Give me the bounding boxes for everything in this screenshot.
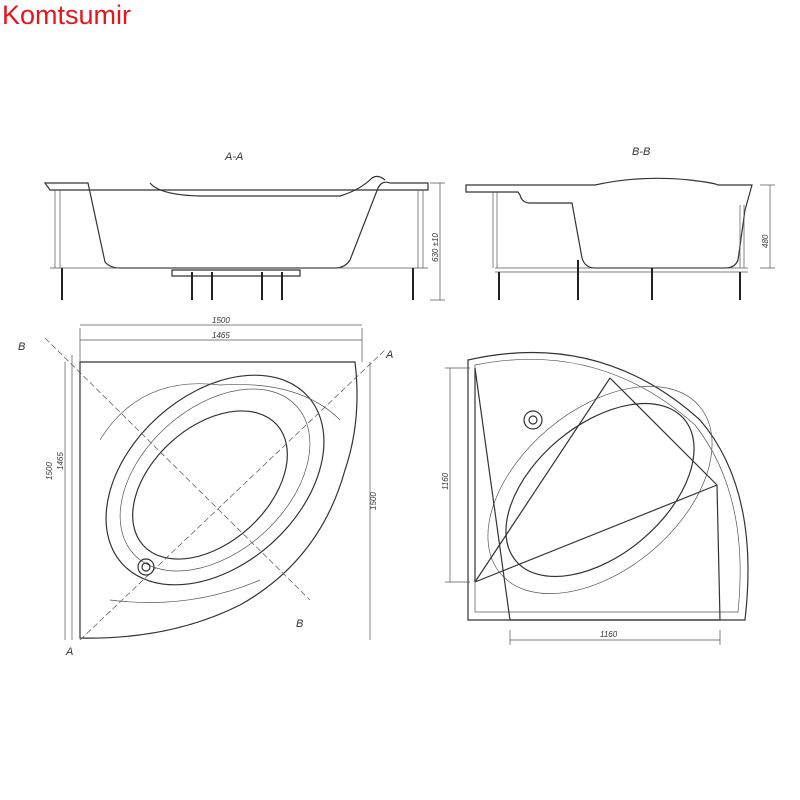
- section-bb-view: B-B 480: [465, 146, 775, 300]
- plan-width-outer: 1500: [212, 316, 230, 325]
- section-aa-height-dim: 630 ±10: [431, 233, 440, 262]
- plan-view: 1500 1465 1500 1465 1500 B A B A: [18, 316, 393, 658]
- plan-side-dim: 1500: [369, 492, 378, 510]
- frame-plan-view: 1160 1160: [441, 351, 749, 645]
- frame-width-dim: 1160: [600, 630, 618, 639]
- cut-marker-a-bottom: A: [65, 646, 73, 658]
- frame-height-dim: 1160: [441, 472, 450, 490]
- section-aa-view: A-A 630 ±10: [43, 151, 445, 301]
- plan-height-outer: 1500: [45, 462, 54, 480]
- cut-marker-b-bottom: B: [296, 618, 303, 630]
- cut-marker-b-top: B: [18, 341, 25, 353]
- section-bb-height-dim: 480: [761, 234, 770, 248]
- section-aa-title: A-A: [224, 151, 243, 163]
- plan-height-inner: 1465: [56, 452, 65, 470]
- section-bb-title: B-B: [632, 146, 650, 158]
- brand-logo-text: Komtsumir: [2, 0, 132, 30]
- plan-width-inner: 1465: [212, 331, 230, 340]
- cut-marker-a-top: A: [385, 349, 393, 361]
